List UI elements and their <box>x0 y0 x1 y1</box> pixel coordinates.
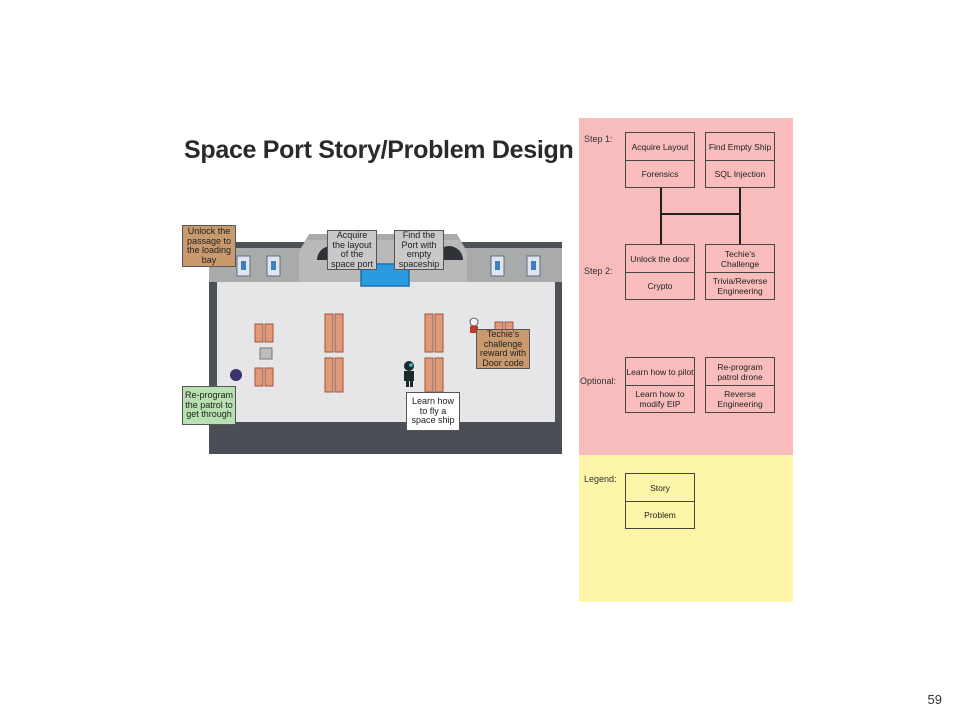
box-reprogram-drone: Re-program patrol drone Reverse Engineer… <box>705 357 775 413</box>
note-techie-reward: Techie's challenge reward with Door code <box>476 329 530 369</box>
screen-display <box>271 261 276 270</box>
problem-cell: Forensics <box>641 169 679 179</box>
seat <box>324 357 334 393</box>
connector-acquire-unlock <box>660 188 662 244</box>
story-cell: Acquire Layout <box>626 133 694 161</box>
box-unlock-door: Unlock the door Crypto <box>625 244 695 300</box>
seat <box>434 357 444 393</box>
seat <box>424 313 434 353</box>
row-label-legend: Legend: <box>584 474 617 484</box>
legend-problem-cell: Problem <box>644 510 676 520</box>
seat <box>424 357 434 393</box>
seat <box>324 313 334 353</box>
lower-wall <box>209 422 562 454</box>
problem-cell: Learn how to modify EIP <box>635 389 685 409</box>
story-cell: Unlock the door <box>626 245 694 273</box>
seat <box>334 357 344 393</box>
note-reprogram-patrol: Re-program the patrol to get through <box>182 386 236 425</box>
box-acquire-layout: Acquire Layout Forensics <box>625 132 695 188</box>
note-unlock-passage: Unlock the passage to the loading bay <box>182 225 236 267</box>
screen-display <box>531 261 536 270</box>
story-cell: Find Empty Ship <box>706 133 774 161</box>
problem-cell: SQL Injection <box>714 169 766 179</box>
row-label-step2: Step 2: <box>584 266 613 276</box>
legend-story-cell: Story <box>626 474 694 502</box>
note-acquire-layout: Acquire the layout of the space port <box>327 230 377 270</box>
seat <box>254 367 264 387</box>
story-cell: Techie's Challenge <box>706 245 774 273</box>
note-find-port: Find the Port with empty spaceship <box>394 230 444 270</box>
note-learn-fly: Learn how to fly a space ship <box>406 392 460 431</box>
space-port-map: Unlock the passage to the loading bay Ac… <box>182 225 562 454</box>
seat <box>254 323 264 343</box>
seat <box>264 323 274 343</box>
box-techie-challenge: Techie's Challenge Trivia/Reverse Engine… <box>705 244 775 300</box>
box-learn-pilot: Learn how to pilot Learn how to modify E… <box>625 357 695 413</box>
patrol-drone-icon <box>230 369 242 381</box>
story-cell: Learn how to pilot <box>626 358 694 386</box>
problem-cell: Trivia/Reverse Engineering <box>712 276 768 296</box>
problem-cell: Crypto <box>647 281 673 291</box>
seat <box>434 313 444 353</box>
crate <box>259 347 273 360</box>
page-number: 59 <box>927 692 942 707</box>
connector-horizontal <box>660 213 741 215</box>
seat <box>334 313 344 353</box>
box-legend: Story Problem <box>625 473 695 529</box>
problem-cell: Reverse Engineering <box>717 389 763 409</box>
screen-display <box>495 261 500 270</box>
techie-character-icon <box>469 317 479 333</box>
row-label-step1: Step 1: <box>584 134 613 144</box>
row-label-optional: Optional: <box>580 376 617 386</box>
screen-display <box>241 261 246 270</box>
page-title: Space Port Story/Problem Design <box>184 136 574 164</box>
box-find-empty-ship: Find Empty Ship SQL Injection <box>705 132 775 188</box>
player-character-icon <box>404 361 414 387</box>
space-port-map-drawing <box>209 234 562 454</box>
connector-find-techie <box>739 188 741 244</box>
seat <box>264 367 274 387</box>
story-problem-panel <box>579 118 793 455</box>
story-cell: Re-program patrol drone <box>706 358 774 386</box>
